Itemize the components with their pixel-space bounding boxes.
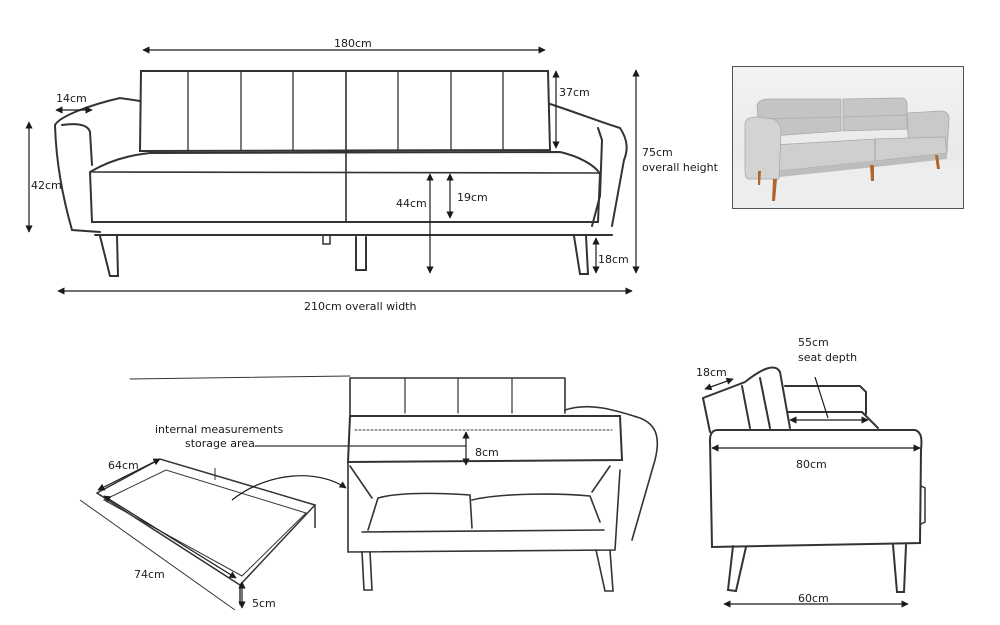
leg-span-label: 60cm xyxy=(798,592,829,605)
grey-sofa-image xyxy=(733,97,963,208)
arm-height-label: 42cm xyxy=(31,179,62,192)
overall-height-value: 75cm xyxy=(642,146,673,159)
side-view-sofa xyxy=(702,366,926,593)
seat-height-label: 44cm xyxy=(396,197,427,210)
storage-depth-label: 64cm xyxy=(108,459,139,472)
front-view-dimensions xyxy=(25,46,640,295)
seat-depth-label: seat depth xyxy=(798,351,858,364)
storage-dimensions xyxy=(97,431,470,609)
back-width-label: 180cm xyxy=(334,37,372,50)
overall-depth-label: 80cm xyxy=(796,458,827,471)
back-depth-label: 18cm xyxy=(696,366,727,379)
cushion-thickness-label: 19cm xyxy=(457,191,488,204)
leg-height-label: 18cm xyxy=(598,253,629,266)
front-view-sofa xyxy=(53,70,628,277)
overall-width-label: 210cm overall width xyxy=(304,300,417,313)
storage-callout-line2: storage area xyxy=(185,437,255,450)
arm-width-label: 14cm xyxy=(56,92,87,105)
lid-gap-label: 8cm xyxy=(475,446,499,459)
back-height-label: 37cm xyxy=(559,86,590,99)
storage-callout-line1: internal measurements xyxy=(155,423,284,436)
storage-view-sofa xyxy=(129,375,659,592)
sofa-product-photo xyxy=(732,66,964,209)
overall-height-label: overall height xyxy=(642,161,718,174)
storage-length-label: 74cm xyxy=(134,568,165,581)
seat-depth-value: 55cm xyxy=(798,336,829,349)
storage-height-label: 5cm xyxy=(252,597,276,610)
side-view-dimensions xyxy=(704,376,921,608)
